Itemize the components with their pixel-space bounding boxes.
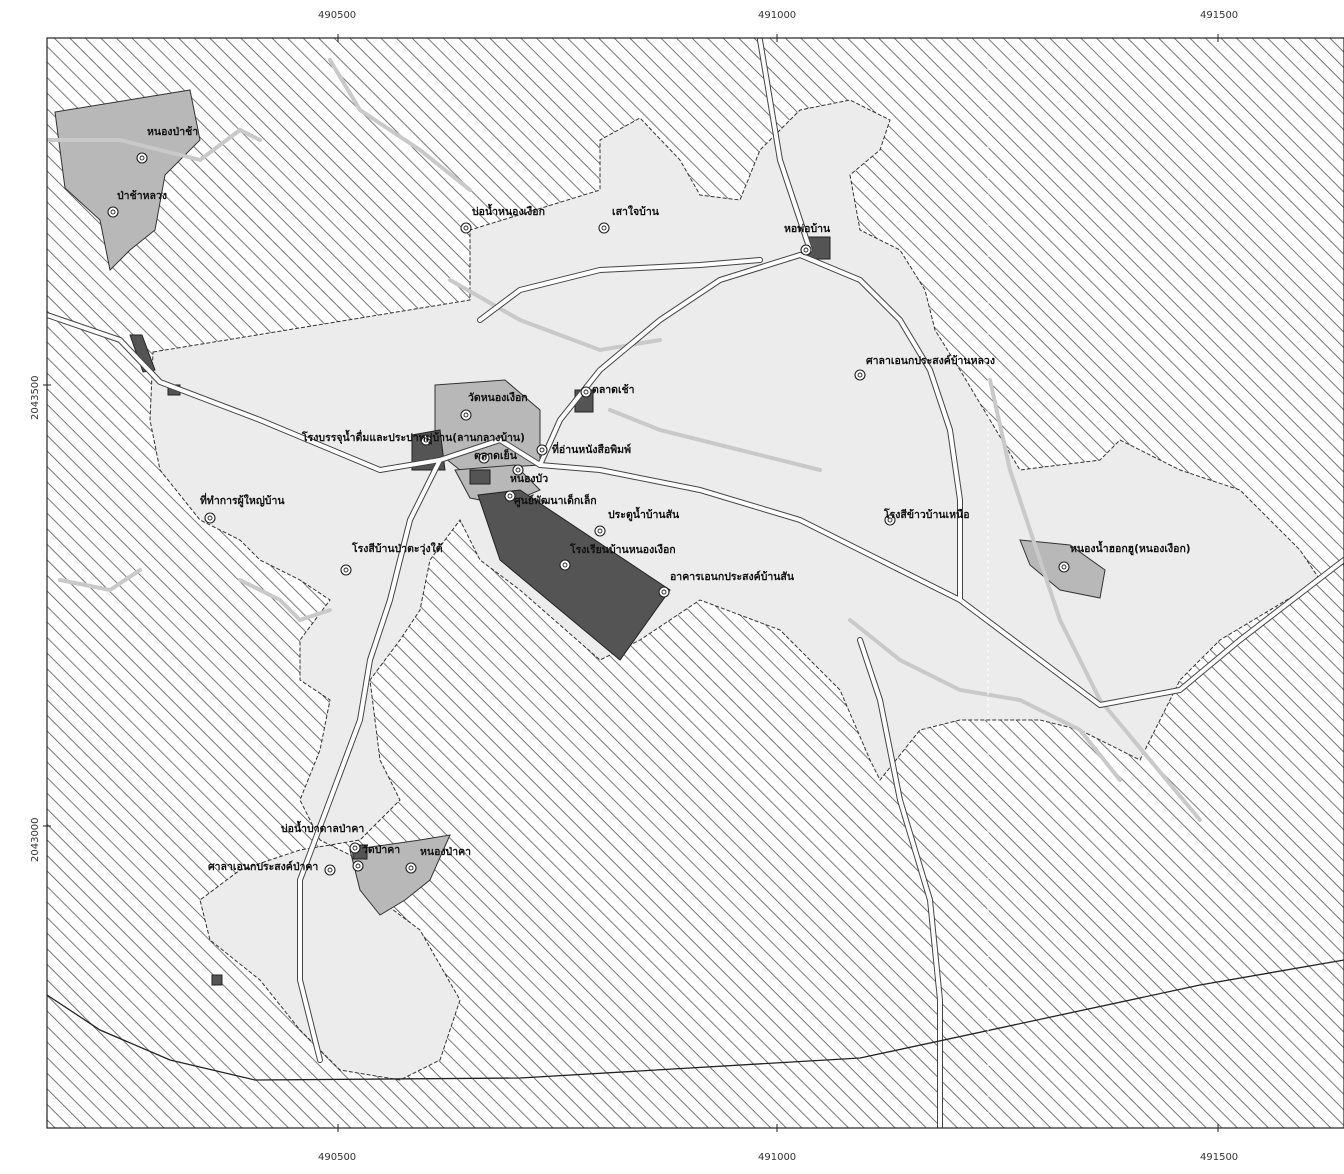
- place-marker-center: [857, 372, 863, 378]
- place-marker-center: [423, 437, 429, 443]
- place-marker-center: [463, 412, 469, 418]
- place-marker-icon: [658, 586, 670, 598]
- place-marker-icon: [504, 490, 516, 502]
- place-label: หนองป่าช้า: [147, 125, 198, 138]
- x-top-tick-1: 490500: [318, 10, 356, 21]
- place-marker-icon: [324, 864, 336, 876]
- place-label: เสาใจบ้าน: [612, 204, 660, 218]
- place-marker-icon: [107, 206, 119, 218]
- place-label: ศาลาเอนกประสงค์บ้านหลวง: [866, 354, 995, 367]
- place-label: บ่อน้ำบาดาลป่าคา: [281, 820, 364, 835]
- place-marker-center: [139, 155, 145, 161]
- place-label: โรงบรรจุน้ำดื่มและประปาหมู่บ้าน(ลานกลางบ…: [301, 429, 525, 445]
- place-label: ตลาดเช้า: [592, 383, 635, 396]
- place-marker-icon: [478, 452, 490, 464]
- place-marker-center: [539, 447, 545, 453]
- place-marker-center: [601, 225, 607, 231]
- place-label: โรงสีข้าวบ้านเหนือ: [883, 508, 970, 521]
- admin-boundary: [47, 959, 1344, 1081]
- place-label: ตลาดเย็น: [474, 448, 518, 462]
- place-label: ป่าช้าหลวง: [117, 189, 167, 202]
- y-left-tick-2: 2043000: [30, 817, 41, 862]
- place-marker-icon: [854, 369, 866, 381]
- place-marker-center: [507, 493, 513, 499]
- place-label: อาคารเอนกประสงค์บ้านสัน: [670, 570, 795, 583]
- place-label: ที่ทำการผู้ใหญ่บ้าน: [200, 492, 285, 508]
- place-marker-icon: [536, 444, 548, 456]
- y-left-tick-1: 2043500: [30, 375, 41, 420]
- place-marker-center: [343, 567, 349, 573]
- place-marker-icon: [580, 386, 592, 398]
- place-marker-center: [887, 517, 893, 523]
- place-marker-icon: [460, 222, 472, 234]
- place-label: โรงสีบ้านป่าตะวุ่งใต้: [351, 541, 443, 556]
- place-label: หนองน้ำฮอกฮู(หนองเงือก): [1070, 540, 1191, 556]
- place-label: ศูนย์พัฒนาเด็กเล็ก: [514, 493, 597, 508]
- place-label: ที่อ่านหนังสือพิมพ์: [552, 441, 631, 456]
- place-marker-center: [562, 562, 568, 568]
- place-label: หนองบัว: [510, 473, 548, 485]
- place-marker-center: [597, 528, 603, 534]
- place-label: บ่อน้ำหนองเงือก: [472, 203, 545, 218]
- place-marker-center: [661, 589, 667, 595]
- place-marker-icon: [405, 862, 417, 874]
- x-bottom-tick-3: 491500: [1200, 1152, 1238, 1163]
- place-marker-center: [481, 455, 487, 461]
- x-top-tick-2: 491000: [758, 10, 796, 21]
- place-marker-center: [207, 515, 213, 521]
- place-label: วัดหนองเงือก: [468, 391, 528, 404]
- place-label: ประตูน้ำบ้านสัน: [608, 506, 680, 522]
- place-label: ศาลาเอนกประสงค์ป่าคา: [208, 860, 318, 873]
- place-marker-icon: [884, 514, 896, 526]
- place-marker-icon: [136, 152, 148, 164]
- place-marker-center: [327, 867, 333, 873]
- x-bottom-tick-1: 490500: [318, 1152, 356, 1163]
- settlement-area: [149, 99, 1321, 1081]
- place-marker-icon: [420, 434, 432, 446]
- place-marker-icon: [340, 564, 352, 576]
- place-marker-icon: [204, 512, 216, 524]
- place-label: โรงเรียนบ้านหนองเงือก: [569, 543, 676, 556]
- place-marker-icon: [460, 409, 472, 421]
- place-marker-center: [583, 389, 589, 395]
- place-marker-center: [110, 209, 116, 215]
- place-label: วัดป่าคา: [362, 844, 400, 856]
- x-top-tick-3: 491500: [1200, 10, 1238, 21]
- map-border: [46, 37, 1344, 1129]
- place-marker-icon: [1058, 561, 1070, 573]
- place-marker-icon: [594, 525, 606, 537]
- place-marker-icon: [512, 464, 524, 476]
- place-marker-center: [355, 863, 361, 869]
- place-marker-icon: [352, 860, 364, 872]
- place-marker-icon: [349, 842, 361, 854]
- place-marker-center: [408, 865, 414, 871]
- place-marker-icon: [559, 559, 571, 571]
- place-marker-center: [515, 467, 521, 473]
- place-label: หนองป่าคา: [420, 846, 471, 858]
- place-marker-center: [803, 247, 809, 253]
- x-bottom-tick-2: 491000: [758, 1152, 796, 1163]
- place-marker-center: [1061, 564, 1067, 570]
- place-marker-center: [463, 225, 469, 231]
- place-marker-center: [352, 845, 358, 851]
- place-label: หอพ่อบ้าน: [784, 222, 831, 235]
- place-marker-icon: [800, 244, 812, 256]
- place-marker-icon: [598, 222, 610, 234]
